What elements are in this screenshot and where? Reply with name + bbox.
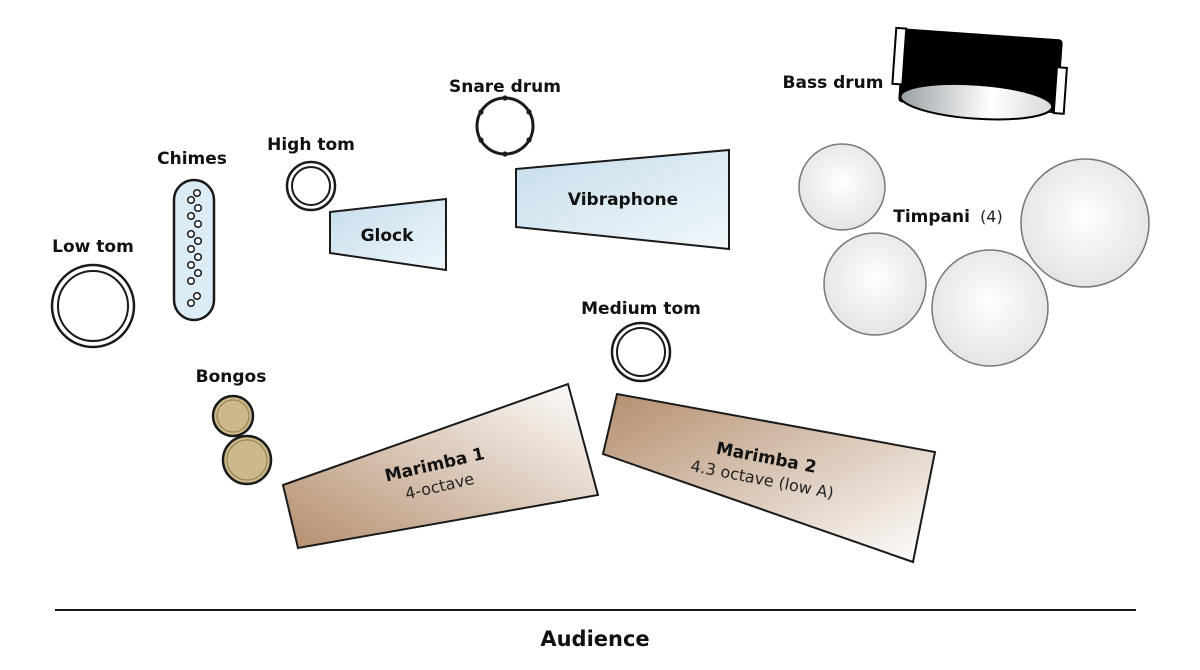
vibraphone-label: Vibraphone	[568, 190, 678, 210]
high-tom-label: High tom	[267, 135, 355, 155]
snare-drum: Snare drum	[449, 77, 561, 157]
timpani-drum-4	[1020, 158, 1150, 288]
chime-tubes	[186, 188, 203, 308]
marimba-1: Marimba 1 4-octave	[281, 382, 600, 550]
vibraphone-shape	[515, 148, 730, 251]
bass-drum	[891, 26, 1068, 121]
glockenspiel: Glock	[329, 197, 447, 272]
bass-drum-hoop-left	[891, 26, 908, 86]
low-tom: Low tom	[50, 237, 136, 349]
bongo-large-rim	[226, 439, 268, 481]
medium-tom-head	[616, 327, 666, 377]
bongo-small-rim	[216, 399, 250, 433]
chimes: Chimes	[157, 149, 227, 322]
timpani: Timpani (4)	[798, 143, 1150, 367]
high-tom: High tom	[267, 135, 355, 212]
vibraphone: Vibraphone	[515, 148, 730, 251]
low-tom-label: Low tom	[52, 237, 134, 257]
snare-lugs	[478, 95, 532, 157]
glock-label: Glock	[361, 226, 415, 246]
glock-shape	[329, 197, 447, 272]
medium-tom: Medium tom	[581, 299, 701, 383]
timpani-name: Timpani	[893, 207, 970, 227]
timpani-label: Timpani (4)	[893, 207, 1002, 227]
bongo-large	[221, 434, 273, 486]
audience-label: Audience	[540, 627, 649, 651]
timpani-drum-2	[823, 232, 927, 336]
low-tom-head	[57, 270, 129, 342]
bongos-label: Bongos	[196, 367, 267, 387]
chimes-label: Chimes	[157, 149, 227, 169]
bongo-small	[211, 394, 255, 438]
bass-drum-label: Bass drum	[783, 73, 884, 93]
timpani-count: (4)	[980, 207, 1003, 226]
bass-drum-head	[899, 82, 1054, 121]
timpani-drum-1	[798, 143, 886, 231]
bongos: Bongos	[196, 367, 273, 486]
marimba-2: Marimba 2 4.3 octave (low A)	[601, 392, 937, 564]
snare-drum-head	[475, 96, 535, 156]
medium-tom-label: Medium tom	[581, 299, 701, 319]
marimba-1-shape	[281, 382, 600, 550]
marimba-2-shape	[601, 392, 937, 564]
snare-drum-label: Snare drum	[449, 77, 561, 97]
timpani-drum-3	[931, 249, 1049, 367]
bass-drum-hoop-right	[1052, 66, 1068, 115]
high-tom-head	[291, 166, 331, 206]
